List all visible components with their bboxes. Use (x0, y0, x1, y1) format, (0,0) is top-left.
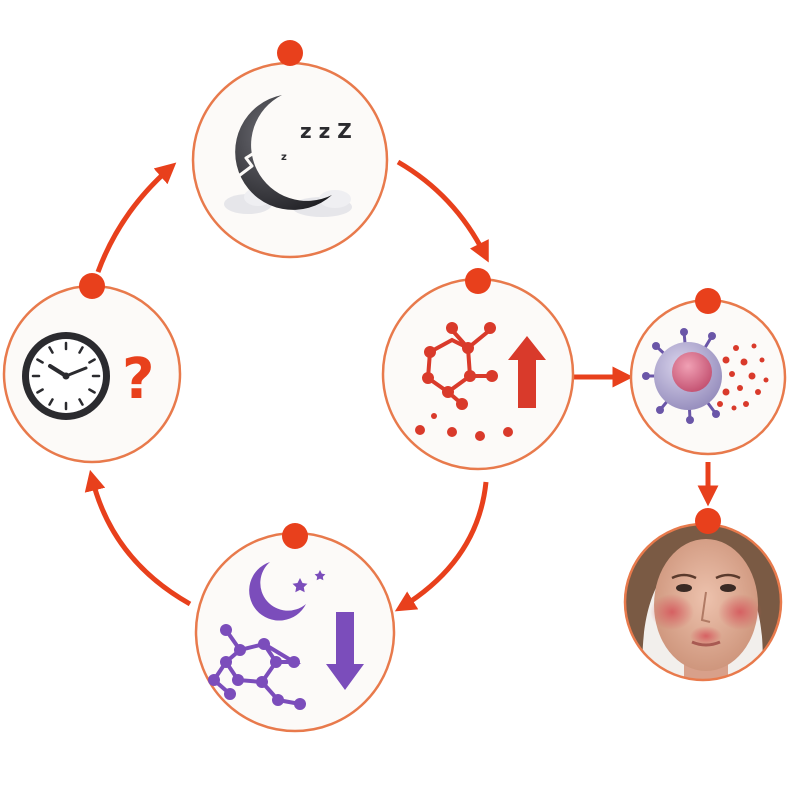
immune-cell-cytokine-icon (642, 328, 769, 424)
node-marker-dot (277, 40, 303, 66)
node-immune-activation (629, 288, 787, 456)
purple-moon-molecule-down-arrow-icon (208, 562, 364, 710)
clock-icon (22, 332, 110, 420)
red-molecule-up-arrow-icon (415, 322, 546, 441)
arrow-clock-to-sleep (95, 162, 177, 273)
edges (84, 159, 719, 612)
arrow-melatonin-to-clock (84, 469, 192, 607)
question-mark-icon: ? (122, 347, 154, 412)
node-marker-dot (695, 508, 721, 534)
sleep-small-z: z (281, 152, 287, 163)
broken-moon-sleep-icon: z z Z z (224, 95, 352, 217)
node-marker-dot (465, 268, 491, 294)
sleep-zzz: z z Z (300, 119, 352, 143)
face-redness-photo (625, 524, 781, 680)
node-skin-flare (623, 508, 783, 682)
node-disrupted-sleep: z z Z z (191, 40, 389, 259)
arrow-molecule-to-melatonin (394, 481, 489, 612)
node-melatonin-decrease (194, 523, 396, 733)
arrow-sleep-to-molecule (396, 159, 489, 263)
clock-question-icon: ? (22, 332, 154, 420)
node-marker-dot (79, 273, 105, 299)
node-circadian-confusion: ? (2, 273, 182, 464)
node-marker-dot (282, 523, 308, 549)
node-molecule-increase (381, 268, 575, 471)
node-marker-dot (695, 288, 721, 314)
